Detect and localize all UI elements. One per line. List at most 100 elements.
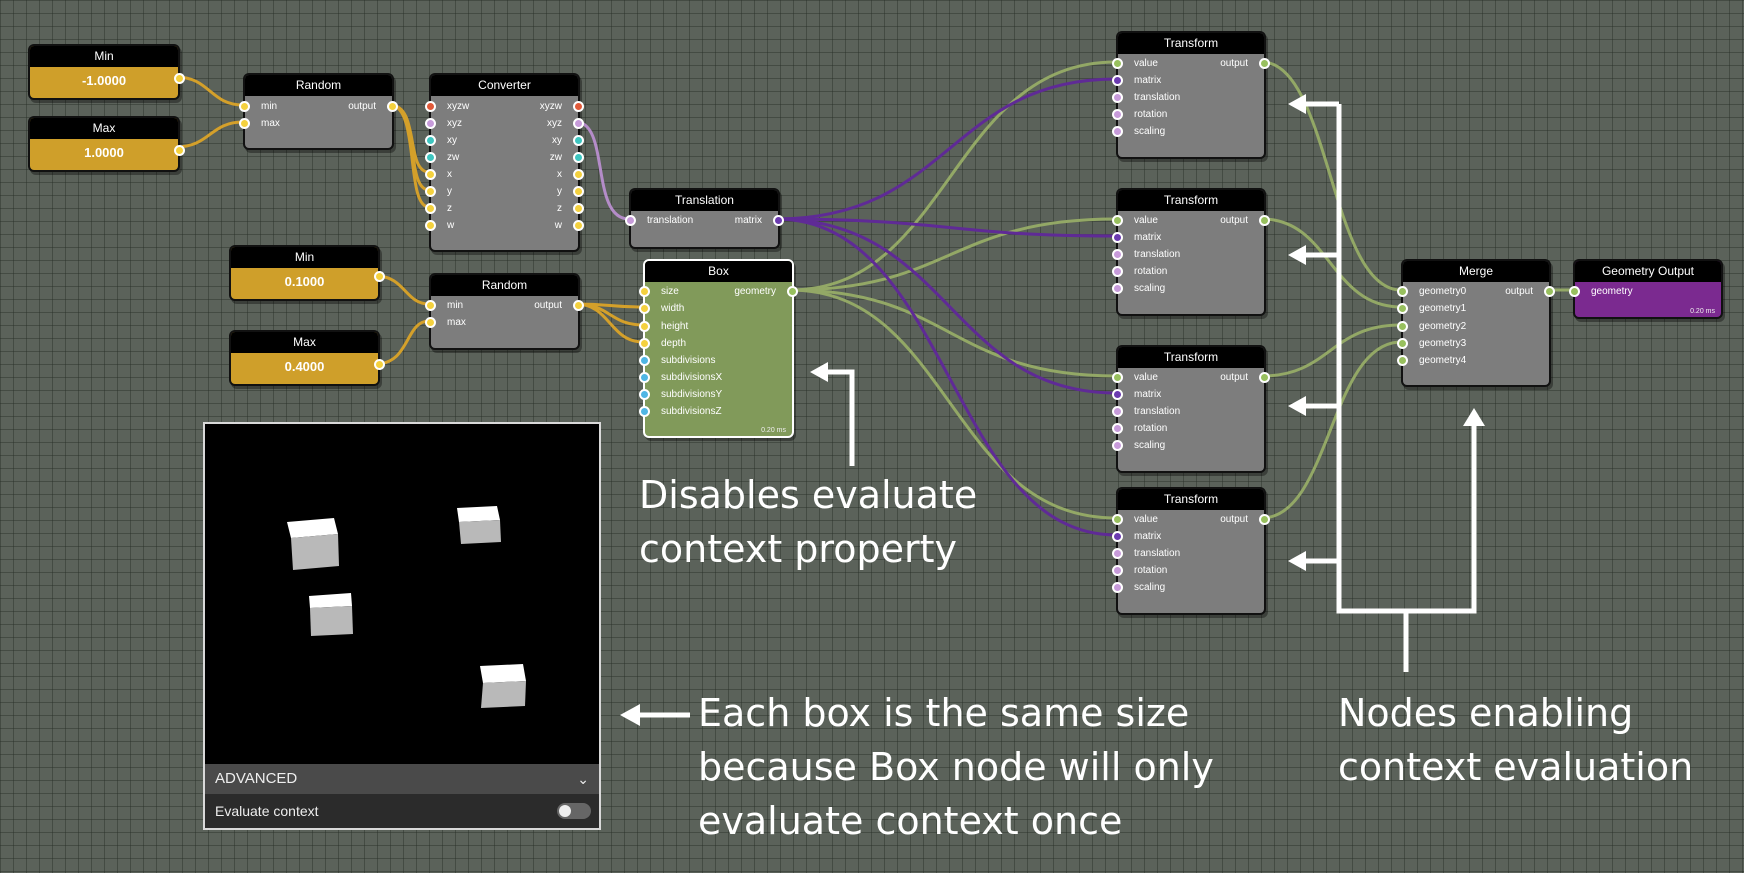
box-node[interactable]: Box size width height depth subdivisions… [639,259,798,438]
z-in-port[interactable] [425,203,436,214]
min-node-1[interactable]: Min -1.0000 [28,44,185,100]
z-out-port[interactable] [573,203,584,214]
rotation-port[interactable] [1112,565,1123,576]
chevron-down-icon[interactable]: ⌄ [577,771,589,787]
x-out-port[interactable] [573,169,584,180]
zw-out-port[interactable] [573,152,584,163]
output-port[interactable] [573,300,584,311]
xyz-out-port[interactable] [573,118,584,129]
matrix-out-port[interactable] [773,215,784,226]
wire-translation-transform2 [774,217,1118,238]
geometry-in-port[interactable] [1569,286,1580,297]
xy-in-port[interactable] [425,135,436,146]
max-node-value[interactable]: 0.4000 [284,359,325,374]
translation-port[interactable] [1112,249,1123,260]
output-port[interactable] [1544,286,1555,297]
width-port[interactable] [639,303,650,314]
subdivisionsz-port[interactable] [639,406,650,417]
min-node-2[interactable]: Min 0.1000 [229,245,385,301]
advanced-section-header[interactable]: ADVANCED ⌄ [205,764,599,794]
subdivisionsy-port[interactable] [639,389,650,400]
matrix-port[interactable] [1112,531,1123,542]
wire-random1-z [388,103,431,209]
preview-viewport[interactable] [205,424,599,764]
max-output-port[interactable] [174,145,185,156]
min-output-port[interactable] [174,73,185,84]
cube-1 [287,518,339,570]
max-port[interactable] [425,317,436,328]
scaling-port[interactable] [1112,126,1123,137]
output-port[interactable] [1259,514,1270,525]
translation-port[interactable] [1112,406,1123,417]
min-node-value[interactable]: -1.0000 [81,73,127,88]
transform-node-3[interactable]: Transform value matrix translation rotat… [1112,345,1270,473]
xyzw-out-port[interactable] [573,101,584,112]
size-port[interactable] [639,286,650,297]
depth-port[interactable] [639,338,650,349]
merge-node[interactable]: Merge geometry0 geometry1 geometry2 geom… [1397,259,1555,387]
min-port[interactable] [239,101,250,112]
transform-note-line-1: Nodes enabling [1338,691,1634,735]
geometry4-port[interactable] [1397,355,1408,366]
geometry-out-port[interactable] [787,286,798,297]
xy-out-port[interactable] [573,135,584,146]
wire-translation-transform4 [774,217,1118,537]
output-port-label: output [534,300,562,311]
matrix-port[interactable] [1112,232,1123,243]
max-port[interactable] [239,118,250,129]
translation-in-port[interactable] [625,215,636,226]
max-node-2[interactable]: Max 0.4000 [229,330,385,386]
geometry-output-node[interactable]: Geometry Output geometry 0.20 ms [1569,259,1723,319]
geometry0-port[interactable] [1397,286,1408,297]
output-port[interactable] [387,101,398,112]
x-in-port[interactable] [425,169,436,180]
scaling-port[interactable] [1112,582,1123,593]
translation-port[interactable] [1112,548,1123,559]
min-node-value[interactable]: 0.1000 [284,274,325,289]
preview-panel[interactable]: ADVANCED ⌄ Evaluate context [203,422,601,830]
value-port[interactable] [1112,372,1123,383]
subdivisions-port[interactable] [639,355,650,366]
random-node-2[interactable]: Random min max output [425,273,584,350]
rotation-port[interactable] [1112,423,1123,434]
value-port[interactable] [1112,215,1123,226]
subdivisionsx-port[interactable] [639,372,650,383]
converter-node[interactable]: Converter xyzw xyz xy zw x y z w xyzw xy… [425,73,584,252]
transform-node-1[interactable]: Transform value matrix translation rotat… [1112,31,1270,159]
geometry1-port[interactable] [1397,303,1408,314]
random-node-1[interactable]: Random min max output [239,73,398,150]
evaluate-context-toggle[interactable] [557,803,591,819]
xyz-in-port[interactable] [425,118,436,129]
output-port[interactable] [1259,372,1270,383]
output-port[interactable] [1259,58,1270,69]
y-in-port[interactable] [425,186,436,197]
matrix-port[interactable] [1112,389,1123,400]
matrix-port[interactable] [1112,75,1123,86]
transform-node-4[interactable]: Transform value matrix translation rotat… [1112,487,1270,615]
y-out-port[interactable] [573,186,584,197]
value-port[interactable] [1112,58,1123,69]
scaling-port[interactable] [1112,440,1123,451]
value-port[interactable] [1112,514,1123,525]
geometry3-port[interactable] [1397,338,1408,349]
min-output-port[interactable] [374,271,385,282]
scaling-port[interactable] [1112,283,1123,294]
xyzw-in-port[interactable] [425,101,436,112]
translation-node[interactable]: Translation translation matrix [625,188,784,249]
height-port[interactable] [639,321,650,332]
output-port[interactable] [1259,215,1270,226]
rotation-port[interactable] [1112,266,1123,277]
max-node-1[interactable]: Max 1.0000 [28,116,185,172]
translation-port[interactable] [1112,92,1123,103]
min-port[interactable] [425,300,436,311]
zw-in-port[interactable] [425,152,436,163]
geometry2-port[interactable] [1397,321,1408,332]
w-in-port[interactable] [425,220,436,231]
transform-node-2[interactable]: Transform value matrix translation rotat… [1112,188,1270,316]
max-output-port[interactable] [374,359,385,370]
w-out-port[interactable] [573,220,584,231]
rotation-port[interactable] [1112,109,1123,120]
y-in-label: y [447,186,452,197]
max-node-value[interactable]: 1.0000 [84,145,124,160]
